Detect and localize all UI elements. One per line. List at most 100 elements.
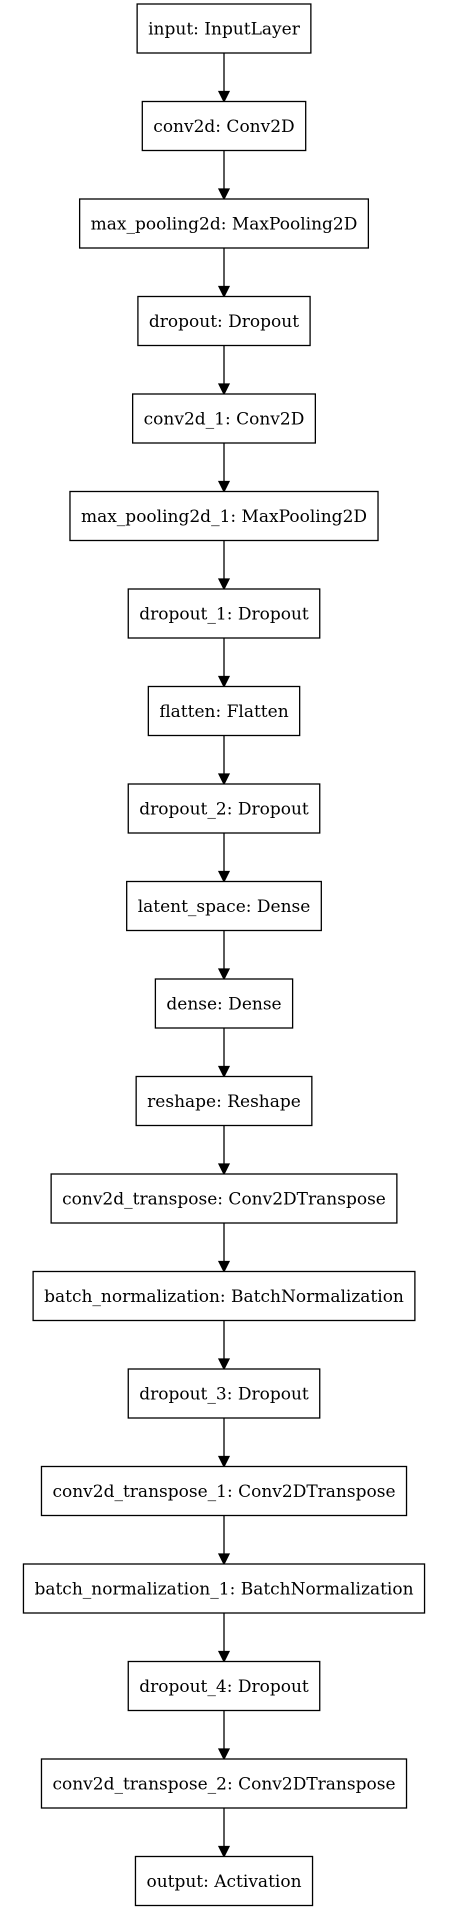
node-box [40,1465,408,1517]
node-n17: dropout_4: Dropout [127,1660,321,1712]
arrowhead [217,1553,231,1566]
node-n6: dropout_1: Dropout [127,588,321,639]
edge-arrow [217,1418,231,1468]
node-box [127,588,321,639]
node-n8: dropout_2: Dropout [127,783,321,834]
edge-arrow [217,248,231,298]
node-n19: output: Activation [134,1855,314,1907]
node-n9: latent_space: Dense [126,880,322,932]
node-box [127,1368,321,1419]
edge-arrow [217,930,231,981]
arrowhead [217,773,231,786]
node-box [40,1758,408,1809]
node-label: dropout_3: Dropout [139,1385,309,1405]
node-n2: max_pooling2d: MaxPooling2D [78,198,370,249]
node-box [141,100,307,152]
arrowhead [217,1358,231,1371]
node-n15: conv2d_transpose_1: Conv2DTranspose [40,1465,408,1517]
node-n5: max_pooling2d_1: MaxPooling2D [69,490,379,542]
node-label: conv2d_transpose_1: Conv2DTranspose [52,1482,395,1502]
edge-arrow [217,1223,231,1273]
edge-arrow [217,53,231,103]
arrowhead [217,383,231,396]
edge-arrow [217,1320,231,1371]
edge-arrow [217,833,231,883]
arrowhead [217,968,231,981]
node-n12: conv2d_transpose: Conv2DTranspose [50,1173,398,1224]
node-n0: input: InputLayer [136,3,312,54]
nodes-layer: input: InputLayer conv2d: Conv2D max_pooli… [22,3,426,1907]
node-box [69,490,379,542]
arrowhead [217,188,231,201]
arrowhead [217,1163,231,1176]
arrowhead [217,578,231,591]
node-label: conv2d_transpose: Conv2DTranspose [62,1190,386,1210]
arrowhead [217,1260,231,1273]
node-label: output: Activation [146,1872,301,1892]
node-n10: dense: Dense [154,978,294,1029]
edge-arrow [217,540,231,591]
node-n3: dropout: Dropout [137,295,311,347]
node-label: dropout: Dropout [149,312,299,332]
node-label: dropout_1: Dropout [139,605,309,625]
node-label: flatten: Flatten [159,702,288,722]
node-box [135,1075,313,1127]
edge-arrow [217,735,231,786]
edge-arrow [217,1710,231,1761]
edge-arrow [217,1613,231,1663]
edge-arrow [217,1515,231,1566]
node-label: max_pooling2d: MaxPooling2D [91,215,358,235]
node-label: conv2d: Conv2D [153,117,294,137]
arrowhead [217,480,231,493]
node-box [78,198,370,249]
node-box [127,783,321,834]
node-box [126,880,322,932]
arrowhead [217,285,231,298]
node-label: max_pooling2d_1: MaxPooling2D [81,507,367,527]
arrowhead [217,1748,231,1761]
node-box [127,1660,321,1712]
edge-arrow [217,1808,231,1858]
arrowhead [217,1845,231,1858]
node-box [147,685,301,737]
node-box [154,978,294,1029]
node-n18: conv2d_transpose_2: Conv2DTranspose [40,1758,408,1809]
node-n16: batch_normalization_1: BatchNormalizatio… [22,1563,426,1614]
edge-arrow [217,1028,231,1078]
edge-arrow [217,638,231,688]
edge-arrow [217,443,231,493]
edge-arrow [217,1125,231,1176]
node-n1: conv2d: Conv2D [141,100,307,152]
arrowhead [217,1065,231,1078]
node-label: latent_space: Dense [138,897,311,917]
node-label: batch_normalization: BatchNormalization [44,1287,404,1307]
node-label: dropout_4: Dropout [139,1677,309,1697]
node-box [137,295,311,347]
edge-arrow [217,150,231,201]
arrowhead [217,870,231,883]
node-n11: reshape: Reshape [135,1075,313,1127]
node-box [32,1270,416,1322]
arrowhead [217,90,231,103]
node-n4: conv2d_1: Conv2D [131,393,317,444]
node-label: reshape: Reshape [147,1092,301,1112]
edges-layer [217,53,231,1858]
arrowhead [217,1455,231,1468]
node-label: conv2d_1: Conv2D [144,410,305,430]
node-box [131,393,317,444]
node-label: input: InputLayer [148,20,301,40]
node-label: batch_normalization_1: BatchNormalizatio… [34,1580,413,1600]
node-n13: batch_normalization: BatchNormalization [32,1270,416,1322]
edge-arrow [217,345,231,396]
node-box [136,3,312,54]
arrowhead [217,675,231,688]
node-n14: dropout_3: Dropout [127,1368,321,1419]
node-n7: flatten: Flatten [147,685,301,737]
node-box [22,1563,426,1614]
node-label: conv2d_transpose_2: Conv2DTranspose [52,1775,395,1795]
node-label: dropout_2: Dropout [139,800,309,820]
node-box [50,1173,398,1224]
node-box [134,1855,314,1907]
arrowhead [217,1650,231,1663]
